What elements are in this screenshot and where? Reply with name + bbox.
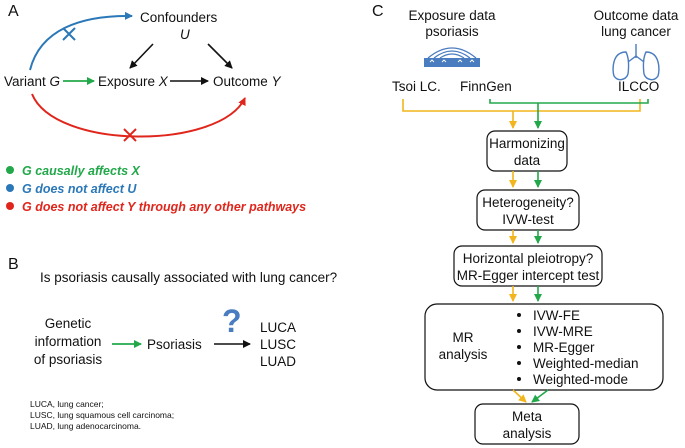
method-ivw-fe: IVW-FE bbox=[533, 308, 580, 323]
method-bullet-icon bbox=[517, 345, 521, 349]
exposure-title-line-2: psoriasis bbox=[425, 24, 479, 39]
panel-b-letter: B bbox=[8, 256, 19, 273]
method-bullet-icon bbox=[517, 361, 521, 365]
mr-methods-list: IVW-FE IVW-MRE MR-Egger Weighted-median … bbox=[517, 308, 639, 387]
genetic-line-2: information bbox=[35, 334, 102, 349]
footnote-luca: LUCA, lung cancer; bbox=[30, 399, 104, 409]
g-to-u-arrow bbox=[29, 11, 133, 71]
confounders-symbol: U bbox=[180, 27, 190, 42]
red-cross-icon bbox=[123, 128, 137, 142]
exposure-title-line-1: Exposure data bbox=[408, 8, 496, 23]
yellow-source-bracket bbox=[402, 99, 641, 112]
assumption-relevance: G causally affects X bbox=[22, 164, 141, 178]
lungs-icon bbox=[612, 44, 660, 81]
outcome-luad: LUAD bbox=[260, 354, 296, 369]
outcome-symbol: Y bbox=[272, 74, 282, 89]
heterogeneity-line-2: IVW-test bbox=[502, 212, 554, 227]
red-bullet-icon bbox=[6, 202, 14, 210]
pleiotropy-line-1: Horizontal pleiotropy? bbox=[463, 251, 594, 266]
heterogeneity-line-1: Heterogeneity? bbox=[482, 195, 574, 210]
blue-bullet-icon bbox=[6, 184, 14, 192]
mr-analysis-box bbox=[424, 303, 664, 391]
panel-a-letter: A bbox=[8, 3, 19, 20]
pleiotropy-box bbox=[453, 245, 603, 287]
skin-icon bbox=[424, 47, 480, 67]
source-ilcco: ILCCO bbox=[618, 79, 659, 94]
genetic-line-3: of psoriasis bbox=[34, 352, 103, 367]
outcome-title-line-2: lung cancer bbox=[601, 24, 671, 39]
green-to-meta-arrow bbox=[531, 389, 549, 403]
exposure-node: Exposure X bbox=[98, 74, 169, 89]
method-weighted-mode: Weighted-mode bbox=[533, 372, 628, 387]
meta-line-2: analysis bbox=[503, 426, 552, 441]
source-finngen: FinnGen bbox=[460, 79, 512, 94]
u-to-y-arrow bbox=[207, 43, 233, 69]
yellow-to-meta-arrow bbox=[512, 389, 527, 403]
source-tsoi: Tsoi LC. bbox=[392, 79, 441, 94]
assumption-exclusion: G does not affect Y through any other pa… bbox=[22, 200, 306, 214]
genetic-line-1: Genetic bbox=[45, 316, 92, 331]
variant-node: Variant G bbox=[4, 74, 60, 89]
exposure-symbol: X bbox=[158, 74, 169, 89]
research-question: Is psoriasis causally associated with lu… bbox=[40, 270, 337, 285]
method-mr-egger: MR-Egger bbox=[533, 340, 595, 355]
green-bullet-icon bbox=[6, 166, 14, 174]
outcome-luca: LUCA bbox=[260, 320, 296, 335]
mr-line-1: MR bbox=[453, 330, 474, 345]
panel-c-letter: C bbox=[372, 3, 384, 20]
outcome-node: Outcome Y bbox=[213, 74, 282, 89]
method-bullet-icon bbox=[517, 313, 521, 317]
g-to-y-arrow bbox=[31, 93, 246, 138]
method-ivw-mre: IVW-MRE bbox=[533, 324, 593, 339]
assumption-independence: G does not affect U bbox=[22, 182, 137, 196]
harmonizing-box bbox=[486, 130, 568, 172]
variant-symbol: G bbox=[50, 74, 61, 89]
footnote-luad: LUAD, lung adenocarcinoma. bbox=[30, 421, 141, 431]
mr-line-2: analysis bbox=[439, 347, 488, 362]
confounders-label: Confounders bbox=[140, 10, 218, 25]
method-bullet-icon bbox=[517, 329, 521, 333]
harmonizing-line-1: Harmonizing bbox=[489, 136, 565, 151]
method-weighted-median: Weighted-median bbox=[533, 356, 639, 371]
heterogeneity-box bbox=[476, 189, 580, 231]
outcome-title-line-1: Outcome data bbox=[594, 8, 679, 23]
u-to-x-arrow bbox=[129, 43, 154, 69]
outcome-lusc: LUSC bbox=[260, 337, 296, 352]
green-source-bracket bbox=[489, 99, 649, 104]
pleiotropy-line-2: MR-Egger intercept test bbox=[457, 268, 600, 283]
exposure-label: Exposure bbox=[98, 74, 159, 89]
footnote-lusc: LUSC, lung squamous cell carcinoma; bbox=[30, 410, 174, 420]
method-bullet-icon bbox=[517, 377, 521, 381]
blue-cross-icon bbox=[62, 27, 76, 41]
meta-line-1: Meta bbox=[512, 409, 543, 424]
meta-analysis-box bbox=[474, 403, 580, 445]
question-mark-icon: ? bbox=[222, 303, 242, 339]
psoriasis-node: Psoriasis bbox=[147, 337, 202, 352]
harmonizing-line-2: data bbox=[514, 153, 541, 168]
outcome-label: Outcome bbox=[213, 74, 272, 89]
variant-label: Variant bbox=[4, 74, 50, 89]
